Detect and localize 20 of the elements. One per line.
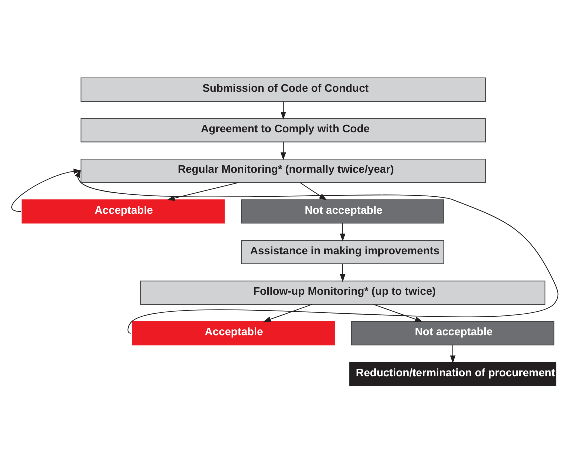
node-box: Regular Monitoring* (normally twice/year) — [80, 158, 486, 184]
node-box: Follow-up Monitoring* (up to twice) — [140, 280, 546, 306]
arrow — [300, 182, 328, 201]
arrow — [340, 264, 346, 282]
arrow — [340, 223, 346, 242]
arrow — [280, 101, 286, 120]
arrow — [167, 182, 239, 202]
arrow — [75, 170, 559, 334]
node-box: Submission of Code of Conduct — [80, 78, 486, 102]
arrow — [280, 142, 286, 160]
node-box: Reduction/termination of procurement — [350, 362, 557, 386]
arrow — [373, 304, 424, 322]
node-box: Agreement to Comply with Code — [80, 118, 486, 143]
arrow — [263, 304, 313, 322]
node-box: Acceptable — [132, 321, 336, 346]
node-box: Acceptable — [22, 200, 225, 224]
arrow — [450, 345, 456, 364]
node-box: Not acceptable — [241, 200, 444, 224]
node-box: Assistance in making improvements — [241, 240, 444, 264]
node-box: Not acceptable — [352, 321, 555, 346]
